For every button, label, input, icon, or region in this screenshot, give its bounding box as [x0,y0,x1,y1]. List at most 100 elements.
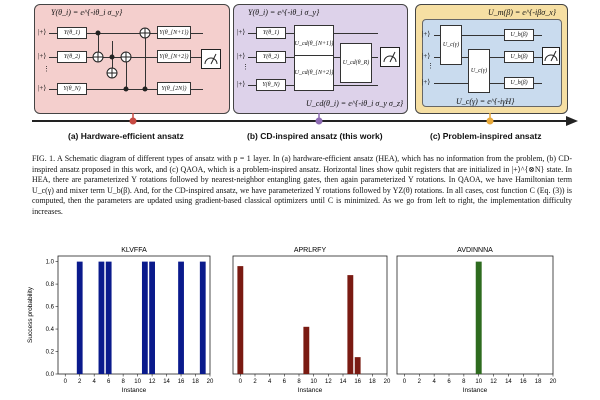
bar [178,261,184,374]
x-tick-label: 14 [505,379,512,385]
y-tick-label: 0.2 [46,350,55,356]
x-tick-label: 20 [550,379,557,385]
mixer-gate: U_b(β) [504,29,534,41]
x-tick-label: 4 [93,379,97,385]
y-tick-label: 0.4 [46,327,55,333]
x-tick-label: 18 [535,379,542,385]
x-tick-label: 8 [121,379,125,385]
cnot-connector [126,57,127,89]
cd-unitary-gate: U_cd(θ_{N+2}) [294,55,334,91]
x-tick-label: 10 [134,379,141,385]
ket-plus: |+⟩ [422,78,431,86]
difficulty-arrow [32,113,578,126]
y-tick-label: 0.8 [46,282,55,288]
label-hardware-efficient: (a) Hardware-efficient ansatz [68,131,184,141]
panel-a-title: Y(θ_i) = e^{-iθ_i σ_y} [51,8,123,17]
ket-plus: |+⟩ [38,52,47,60]
y-rotation-gate: Y(θ_1) [57,27,87,39]
x-tick-label: 10 [310,379,317,385]
x-axis-label: Instance [463,387,488,394]
x-tick-label: 0 [403,379,407,385]
bar [475,261,482,374]
ket-plus: |+⟩ [237,80,246,88]
y-axis-label: Success probability [27,286,34,343]
x-tick-label: 12 [325,379,332,385]
x-tick-label: 12 [490,379,497,385]
y-tick-label: 0.6 [46,305,55,311]
panel-cd-inspired: Y(θ_i) = e^{-iθ_i σ_y} |+⟩ |+⟩ ⋮ |+⟩ Y(θ… [233,4,408,114]
panel-c-footer: U_c(γ) = e^{-iγH} [456,97,515,106]
plot-frame [232,255,388,375]
plot-frame [57,255,211,375]
ket-plus: |+⟩ [38,28,47,36]
cost-unitary-gate: U_c(γ) [468,49,490,93]
x-tick-label: 0 [64,379,68,385]
label-problem-inspired: (c) Problem-inspired ansatz [430,131,542,141]
chart-title: APRLRFY [294,247,327,254]
mixer-gate: U_b(β) [504,77,534,89]
y-rotation-gate: Y(θ_1) [256,27,286,39]
x-tick-label: 6 [283,379,287,385]
y-rotation-gate: Y(θ_{N+2}) [157,50,191,63]
x-tick-label: 16 [520,379,527,385]
mixer-gate: U_b(β) [504,51,534,63]
measurement-icon [380,47,400,67]
y-tick-label: 0.0 [46,372,55,378]
x-tick-label: 4 [432,379,436,385]
x-tick-label: 2 [253,379,257,385]
cnot-connector [98,33,99,57]
ket-plus: |+⟩ [237,52,246,60]
x-tick-label: 16 [354,379,361,385]
x-tick-label: 12 [149,379,156,385]
bar [347,275,354,374]
x-tick-label: 10 [475,379,482,385]
label-cd-inspired: (b) CD-inspired ansatz (this work) [247,131,383,141]
x-tick-label: 8 [462,379,466,385]
x-tick-label: 20 [384,379,391,385]
x-tick-label: 4 [268,379,272,385]
panel-hardware-efficient: Y(θ_i) = e^{-iθ_i σ_y} |+⟩ |+⟩ ⋮ |+⟩ Y(θ… [34,4,230,114]
panel-b-footer: U_cd(θ_i) = e^{-iθ_i σ_y σ_z} [306,99,404,108]
x-tick-label: 0 [239,379,243,385]
x-tick-label: 14 [163,379,170,385]
cost-unitary-gate: U_c(γ) [440,25,462,65]
chart-title: KLVFFA [121,247,147,254]
x-tick-label: 6 [107,379,111,385]
panel-problem-inspired: U_m(β) = e^{-iβσ_x} |+⟩ |+⟩ ⋮ |+⟩ U_c(γ)… [415,4,568,114]
panel-c-title: U_m(β) = e^{-iβσ_x} [488,8,556,17]
ket-plus: |+⟩ [38,84,47,92]
panel-b-title: Y(θ_i) = e^{-iθ_i σ_y} [248,8,320,17]
y-rotation-gate: Y(θ_2) [57,51,87,63]
qubit-wire [434,35,542,36]
qubit-wire [49,33,203,34]
x-tick-label: 18 [369,379,376,385]
x-tick-label: 8 [297,379,301,385]
x-tick-label: 2 [78,379,82,385]
ket-plus: |+⟩ [422,52,431,60]
y-rotation-gate: Y(θ_N) [256,79,286,91]
x-tick-label: 14 [340,379,347,385]
x-axis-label: Instance [298,387,323,394]
y-rotation-gate: Y(θ_{N+1}) [157,26,191,39]
measurement-icon [542,47,560,65]
x-tick-label: 2 [418,379,422,385]
y-rotation-gate: Y(θ_{2N}) [157,82,191,95]
vertical-dots: ⋮ [427,62,434,70]
bar [98,261,105,374]
bar [237,266,244,374]
y-tick-label: 1.0 [46,260,55,266]
x-tick-label: 6 [447,379,451,385]
y-rotation-gate: Y(θ_2) [256,51,286,63]
x-tick-label: 16 [178,379,185,385]
measurement-icon [201,49,221,69]
x-tick-label: 18 [192,379,199,385]
bar [354,357,361,374]
bar [199,261,206,374]
ket-plus: |+⟩ [237,28,246,36]
ket-plus: |+⟩ [422,30,431,38]
